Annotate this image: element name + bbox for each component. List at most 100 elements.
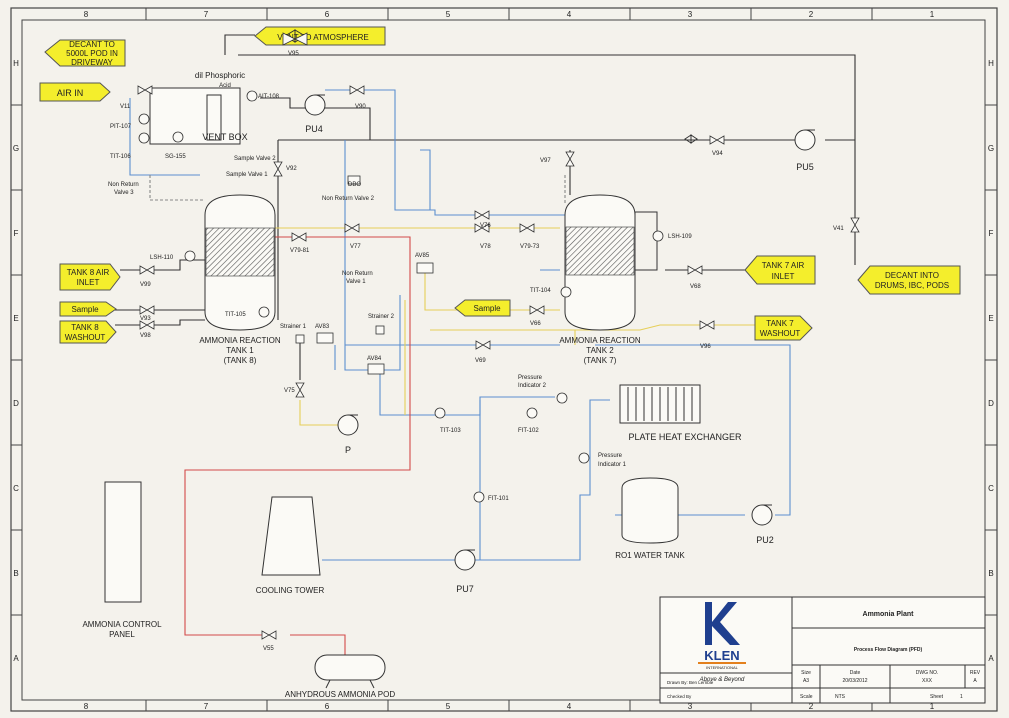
svg-text:DRIVEWAY: DRIVEWAY [71,58,113,67]
col-label: 1 [930,702,935,711]
valve-v75-symbol [295,389,305,398]
svg-text:VENT TO ATMOSPHERE: VENT TO ATMOSPHERE [277,33,368,42]
valve-av83-label: AV83 [315,324,330,330]
ammonia-control-panel [104,481,142,603]
col-label: 2 [809,702,814,711]
row-label: A [988,654,994,663]
lsh-109-bubble [652,230,664,242]
col-label: 3 [688,702,693,711]
valve-v66-symbol [529,305,538,315]
col-label: 2 [809,10,814,19]
valve-v77-symbol [344,223,353,233]
fit-101-label: FIT-101 [488,496,509,502]
row-label: E [13,314,18,323]
tit-106-label: TIT-106 [110,154,131,160]
tit-104-label: TIT-104 [530,288,551,294]
non-return-valve-3-label: Non Return [108,182,139,188]
tit-104-bubble [560,286,572,298]
title-block [659,596,986,704]
svg-text:PU7: PU7 [456,584,474,594]
valve-v95-label: V95 [288,51,299,57]
row-label: C [988,484,994,493]
pressure-indicator-1-label: Pressure [598,453,623,459]
valve-v96-symbol [699,320,708,330]
valve-v94-label: V94 [712,151,723,157]
fit-101-bubble [473,491,485,503]
klen-logo: KLEN INTERNATIONAL [698,602,746,670]
valve-v92-symbol [273,168,283,177]
pressure-indicator-2-label: Indicator 2 [518,383,547,389]
lsh-110-bubble [184,250,196,262]
date-label: Date [850,670,861,676]
row-label: D [13,399,19,408]
decant-pod-flag: DECANT TO 5000L POD IN DRIVEWAY [44,39,126,67]
tank2-label: AMMONIA REACTION [559,336,641,345]
rev-value: A [973,678,977,684]
valve-v98-symbol [146,320,155,330]
valve-v99-label: V99 [140,282,151,288]
svg-text:PU4: PU4 [305,124,323,134]
valve-v68-symbol [687,265,696,275]
svg-text:5000L POD IN: 5000L POD IN [66,49,118,58]
valve-v69-label: V69 [475,358,486,364]
valve-v69-symbol [475,340,484,350]
row-label: G [988,144,994,153]
svg-text:KLEN: KLEN [704,648,739,663]
valve-v79-73-label: V79-73 [520,244,540,250]
svg-text:INTERNATIONAL: INTERNATIONAL [706,665,738,670]
row-label: C [13,484,19,493]
sample-valve-1-label: Sample Valve 1 [226,172,268,178]
pit-107-label: PIT-107 [110,124,132,130]
cooling-tower-label: COOLING TOWER [256,586,325,595]
pressure-indicator-2-bubble [556,392,568,404]
date-value: 20/03/2012 [842,678,867,684]
tank1-label: AMMONIA REACTION [199,336,281,345]
svg-text:WASHOUT: WASHOUT [65,333,106,342]
ammonia-reaction-tank-1 [204,194,276,331]
lsh-109-label: LSH-109 [668,234,692,240]
valve-v11-symbol [137,85,146,95]
cooling-tower [261,496,321,576]
col-label: 6 [325,702,330,711]
valve-v76-label: V76 [480,223,491,229]
svg-text:TANK 7 AIR: TANK 7 AIR [762,261,805,270]
row-label: D [988,399,994,408]
tit-103-bubble [434,407,446,419]
svg-text:AIR IN: AIR IN [57,88,84,98]
col-label: 8 [84,702,89,711]
row-label: G [13,144,19,153]
acid-dosing-pipe [206,94,222,141]
valve-v55-label: V55 [263,646,274,652]
valve-v95-symbol [282,32,296,46]
dbo-symbol [347,175,361,185]
valve-v11-label: V11 [120,104,131,110]
svg-text:DECANT TO: DECANT TO [69,40,115,49]
valve-av85-label: AV85 [415,253,430,259]
phe-label: PLATE HEAT EXCHANGER [628,432,742,442]
vent-atmosphere-flag: VENT TO ATMOSPHERE [254,26,386,46]
strainer-2-symbol [375,325,385,335]
valve-v90-symbol [356,85,365,95]
valve-v11-symbol [144,85,153,95]
pump-pu2: PU2 [751,504,774,545]
air-in-flag: AIR IN [39,82,111,102]
pump-p: P [337,414,359,455]
col-label: 6 [325,10,330,19]
valve-v97-symbol [565,151,575,160]
tank2-label: TANK 2 [586,346,614,355]
control-panel-label: PANEL [109,630,135,639]
pressure-indicator-1-label: Indicator 1 [598,462,627,468]
row-label: F [14,229,19,238]
valve-v76-symbol [474,210,483,220]
lsh-110-label: LSH-110 [150,255,174,261]
pump-pu4: PU4 [304,94,326,134]
non-return-valve-3-label: Valve 3 [114,190,134,196]
valve-v94-symbol [716,135,725,145]
scale-value: NTS [835,694,846,700]
valve-v92-label: V92 [286,166,297,172]
non-return-valve-2-label: Non Return Valve 2 [322,196,375,202]
row-label: B [13,569,18,578]
tank1-label: TANK 1 [226,346,254,355]
tank7-washout-flag: TANK 7 WASHOUT [754,315,813,341]
slogan: Above & Beyond [699,677,745,683]
